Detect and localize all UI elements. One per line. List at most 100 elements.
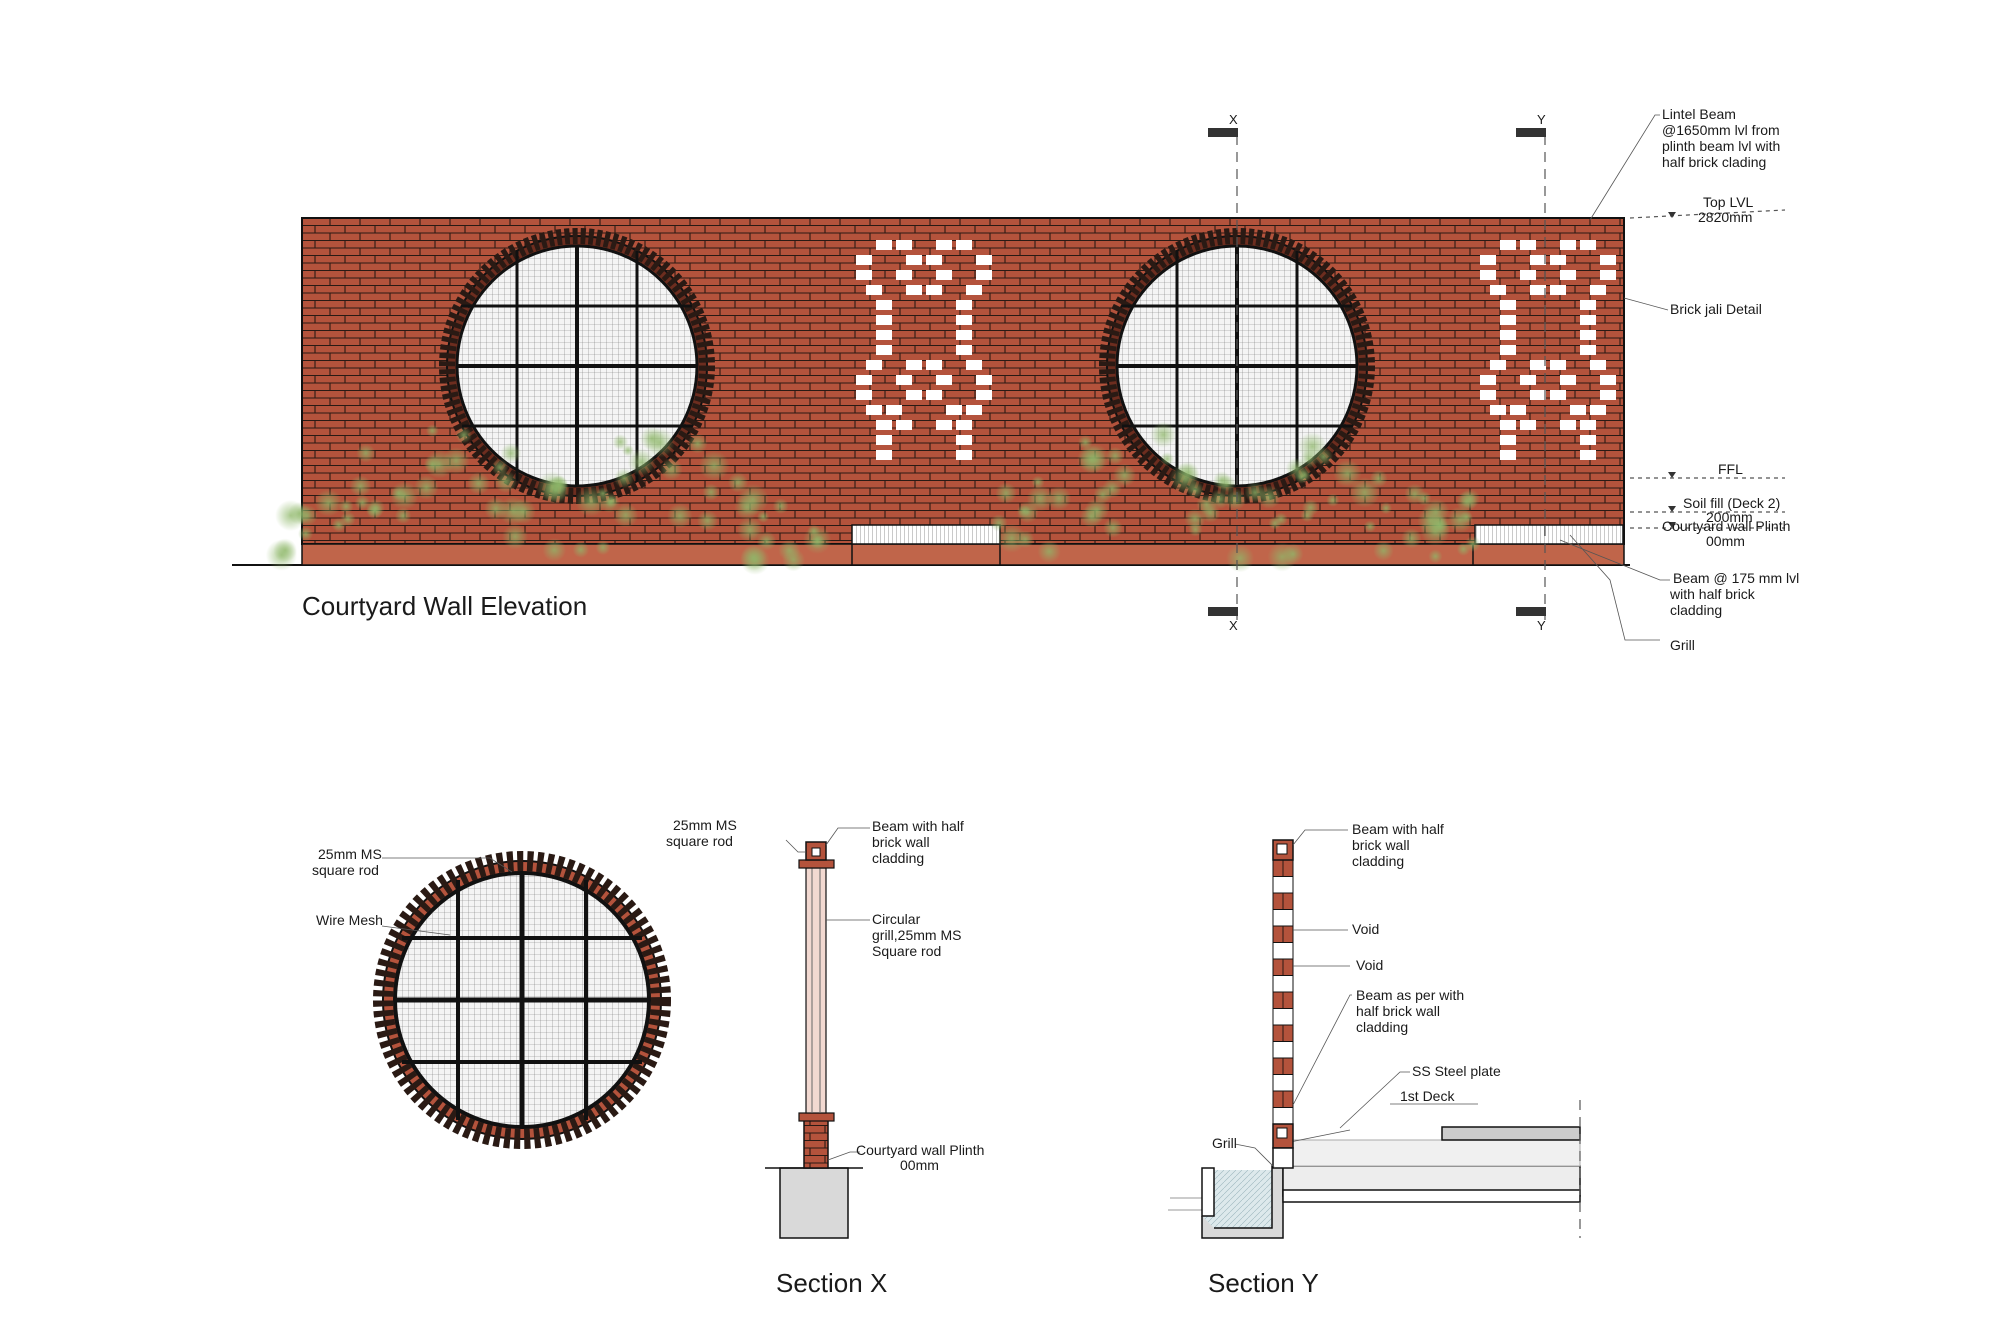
ivy-leaf-cluster <box>1026 485 1054 512</box>
ivy-leaf-cluster <box>1267 542 1297 572</box>
jali-void <box>876 240 892 250</box>
level-markers <box>1629 209 1786 529</box>
elevation-title: Courtyard Wall Elevation <box>302 591 587 621</box>
secx-plinth-value: 00mm <box>900 1157 939 1173</box>
ivy-leaf-cluster <box>778 539 801 562</box>
jali-void <box>896 240 912 250</box>
grill-label: Grill <box>1670 637 1695 653</box>
void-course <box>1272 909 1294 927</box>
jali-void <box>946 405 962 415</box>
ivy-leaf-cluster <box>640 426 664 451</box>
secy-deck-label: 1st Deck <box>1400 1088 1455 1104</box>
ivy-leaf-cluster <box>1333 459 1362 488</box>
void-course <box>1272 1008 1294 1026</box>
ivy-leaf-cluster <box>660 457 683 481</box>
jali-void <box>926 285 942 295</box>
secy-beam-label-3: cladding <box>1352 853 1404 869</box>
jali-void <box>1580 240 1596 250</box>
jali-void <box>856 390 872 400</box>
jali-void <box>876 300 892 310</box>
ivy-leaf-cluster <box>772 498 789 515</box>
jali-void <box>1480 270 1496 280</box>
secx-grill-label-2: grill,25mm MS <box>872 927 961 943</box>
ivy-leaf-cluster <box>510 498 536 525</box>
ivy-leaf-cluster <box>1428 549 1443 564</box>
soil-fill-label: Soil fill (Deck 2) <box>1683 495 1780 511</box>
jali-void <box>976 390 992 400</box>
jali-void <box>1600 375 1616 385</box>
secy-beam-label-2: brick wall <box>1352 837 1410 853</box>
jali-void <box>1500 315 1516 325</box>
jali-void <box>936 375 952 385</box>
ivy-leaf-cluster <box>740 544 767 571</box>
jali-void <box>876 435 892 445</box>
jali-void <box>1530 390 1546 400</box>
secx-beam-label-3: cladding <box>872 850 924 866</box>
jali-void <box>906 285 922 295</box>
jali-void <box>1580 300 1596 310</box>
jali-void <box>1500 240 1516 250</box>
secy-void-label-2: Void <box>1356 957 1383 973</box>
jali-void <box>1580 330 1596 340</box>
void-course <box>1272 942 1294 960</box>
jali-void <box>856 270 872 280</box>
jali-void <box>1530 285 1546 295</box>
jali-void <box>956 330 972 340</box>
jali-void <box>926 255 942 265</box>
jali-void <box>1600 390 1616 400</box>
jali-void <box>856 255 872 265</box>
section-y-drawing: Beam with half brick wall cladding Void … <box>1168 821 1581 1298</box>
circle-rod-label-2: square rod <box>312 862 379 878</box>
ivy-leaf-cluster <box>612 434 629 450</box>
ivy-vegetation <box>265 421 1481 575</box>
ivy-leaf-cluster <box>1299 449 1319 469</box>
jali-void <box>1520 240 1536 250</box>
section-line-y: Y Y <box>1516 112 1546 633</box>
jali-void <box>1490 405 1506 415</box>
ivy-leaf-cluster <box>1176 461 1200 484</box>
ivy-leaf-cluster <box>1224 488 1247 511</box>
jali-void <box>1560 375 1576 385</box>
ivy-leaf-cluster <box>990 514 1008 532</box>
jali-void <box>956 420 972 430</box>
ivy-leaf-cluster <box>702 483 720 501</box>
secy-plate-label: SS Steel plate <box>1412 1063 1501 1079</box>
jali-void <box>1520 270 1536 280</box>
ivy-leaf-cluster <box>1401 528 1422 549</box>
ivy-leaf-cluster <box>1150 421 1177 448</box>
brick-jali-left <box>856 240 992 460</box>
ivy-leaf-cluster <box>1186 481 1205 499</box>
jali-void <box>1530 255 1546 265</box>
jali-void <box>1570 405 1586 415</box>
jali-void <box>896 375 912 385</box>
ffl-label: FFL <box>1718 461 1743 477</box>
top-level-label: Top LVL <box>1703 194 1754 210</box>
section-mark-y-bottom: Y <box>1537 618 1546 633</box>
ivy-leaf-cluster <box>1363 520 1377 533</box>
ivy-leaf-cluster <box>1297 467 1312 482</box>
plinth-label: Courtyard wall Plinth <box>1662 518 1790 534</box>
ivy-leaf-cluster <box>1105 446 1125 466</box>
ivy-leaf-cluster <box>354 494 370 511</box>
ivy-leaf-cluster <box>1084 498 1110 523</box>
base-grill-right <box>1474 524 1624 545</box>
jali-void <box>1550 255 1566 265</box>
ivy-leaf-cluster <box>394 507 412 524</box>
jali-void <box>936 240 952 250</box>
ivy-leaf-cluster <box>696 509 719 532</box>
jali-void <box>1580 345 1596 355</box>
ivy-leaf-cluster <box>1196 494 1217 515</box>
ivy-leaf-cluster <box>687 433 708 454</box>
void-course <box>1272 1107 1294 1125</box>
section-mark-x-bottom: X <box>1229 618 1238 633</box>
ivy-leaf-cluster <box>356 443 376 463</box>
ivy-leaf-cluster <box>595 540 611 555</box>
circular-window-left <box>439 228 715 504</box>
elevation-drawing: X X Y Y Linte <box>232 106 1799 653</box>
jali-void <box>1580 450 1596 460</box>
ivy-leaf-cluster <box>425 424 439 438</box>
jali-void <box>1590 405 1606 415</box>
jali-void <box>1530 360 1546 370</box>
jali-void <box>876 450 892 460</box>
